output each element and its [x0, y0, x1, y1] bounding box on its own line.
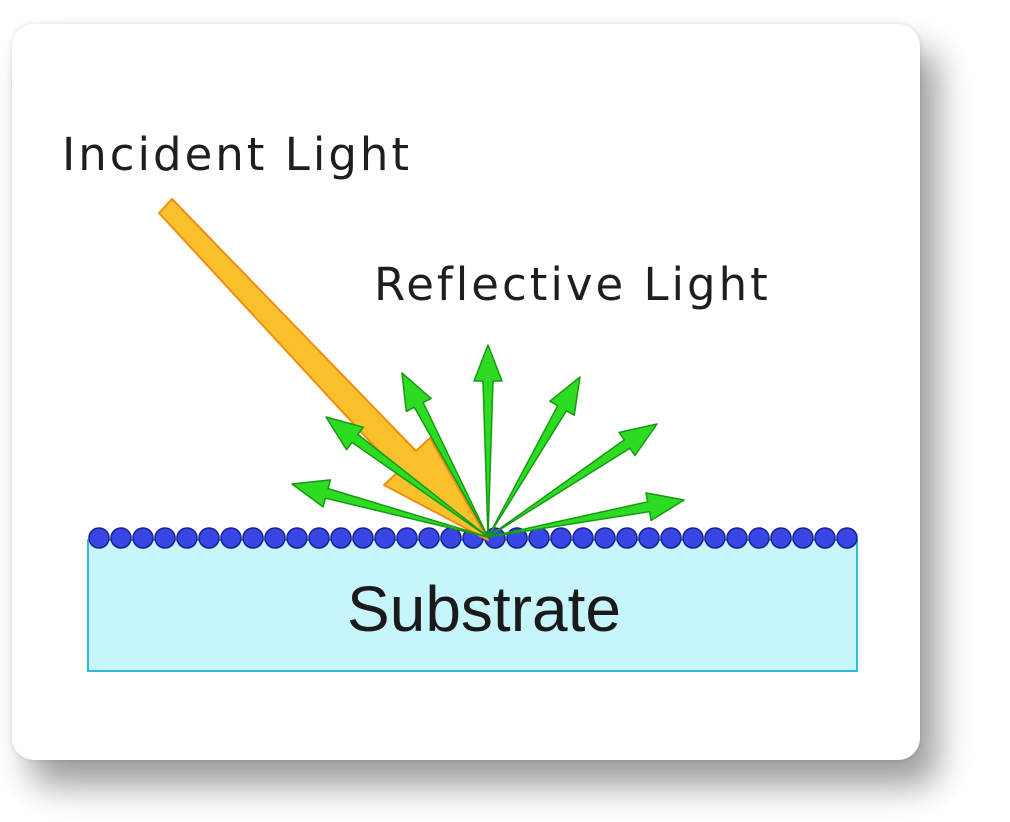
- substrate-label: Substrate: [347, 573, 621, 645]
- reflected-light-arrow: [487, 376, 581, 538]
- reflected-light-arrow: [487, 492, 685, 538]
- surface-atom: [748, 527, 770, 549]
- reflected-light-arrow: [473, 344, 503, 538]
- surface-atom: [264, 527, 286, 549]
- surface-atom: [286, 527, 308, 549]
- reflected-light-arrows: [291, 344, 685, 538]
- surface-atom: [220, 527, 242, 549]
- surface-atom: [528, 527, 550, 549]
- surface-atom: [308, 527, 330, 549]
- surface-atom: [418, 527, 440, 549]
- surface-atom: [132, 527, 154, 549]
- reflected-light-arrow: [291, 479, 489, 538]
- reflective-light-label: Reflective Light: [374, 258, 771, 311]
- reflected-light-arrow: [325, 416, 489, 538]
- surface-atom: [154, 527, 176, 549]
- surface-atom: [352, 527, 374, 549]
- surface-atom: [396, 527, 418, 549]
- surface-atom: [440, 527, 462, 549]
- surface-atom: [330, 527, 352, 549]
- surface-atom: [176, 527, 198, 549]
- surface-atom: [836, 527, 858, 549]
- surface-atom: [726, 527, 748, 549]
- surface-atom: [660, 527, 682, 549]
- surface-atom: [88, 527, 110, 549]
- surface-atom: [814, 527, 836, 549]
- surface-atom-layer: [88, 527, 858, 549]
- reflected-light-arrow: [487, 423, 658, 538]
- surface-atom: [594, 527, 616, 549]
- surface-atom: [682, 527, 704, 549]
- surface-atom: [572, 527, 594, 549]
- incident-light-label: Incident Light: [62, 128, 413, 181]
- surface-atom: [374, 527, 396, 549]
- surface-atom: [704, 527, 726, 549]
- substrate-block: [87, 539, 858, 672]
- incident-light-arrow: [158, 198, 489, 541]
- surface-atom: [242, 527, 264, 549]
- surface-atom: [792, 527, 814, 549]
- surface-atom: [110, 527, 132, 549]
- surface-atom: [616, 527, 638, 549]
- surface-atom: [198, 527, 220, 549]
- surface-atom: [550, 527, 572, 549]
- reflected-light-arrow: [401, 372, 489, 538]
- surface-atom: [638, 527, 660, 549]
- surface-atom: [770, 527, 792, 549]
